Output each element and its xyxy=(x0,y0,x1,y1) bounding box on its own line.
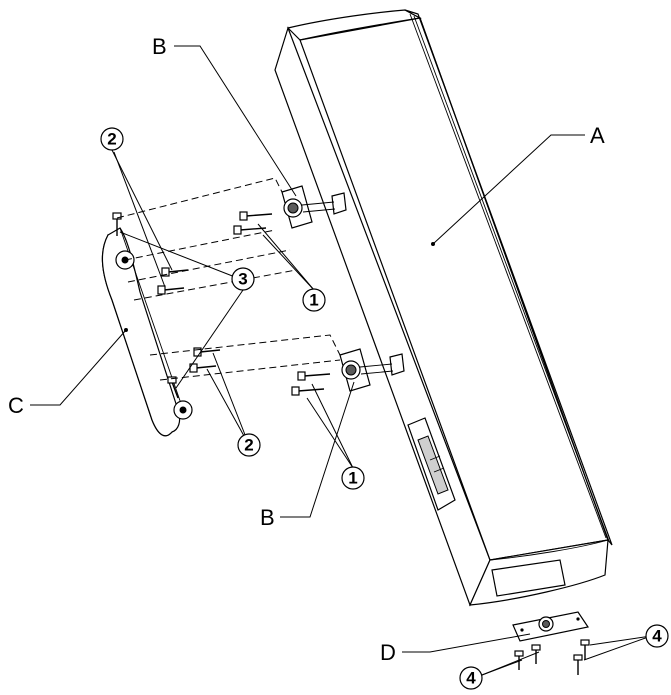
label-b-top: B xyxy=(152,34,167,59)
label-d: D xyxy=(380,640,396,665)
callout-1-top: 1 xyxy=(302,288,326,312)
callout-4-bottom: 4 xyxy=(459,666,483,690)
callout-2-bottom: 2 xyxy=(237,433,261,457)
label-b-bottom: B xyxy=(260,505,275,530)
svg-text:4: 4 xyxy=(652,627,662,646)
main-unit-body xyxy=(274,9,613,607)
svg-text:2: 2 xyxy=(244,436,253,455)
screws-group xyxy=(112,211,590,675)
wall-bracket xyxy=(101,227,193,437)
label-c: C xyxy=(8,393,24,418)
svg-text:4: 4 xyxy=(466,669,476,688)
base-plate xyxy=(512,611,589,642)
svg-text:3: 3 xyxy=(238,270,247,289)
svg-text:2: 2 xyxy=(107,130,116,149)
svg-text:1: 1 xyxy=(348,469,357,488)
callout-3: 3 xyxy=(231,267,255,291)
leader-lines xyxy=(30,45,652,676)
svg-text:1: 1 xyxy=(309,291,318,310)
label-a: A xyxy=(590,123,605,148)
hinge-bracket-top xyxy=(281,185,347,229)
hinge-bracket-bottom xyxy=(339,348,405,392)
callout-4-right: 4 xyxy=(645,624,669,648)
callout-1-bottom: 1 xyxy=(341,466,365,490)
assembly-dash-lines xyxy=(116,177,341,381)
callout-2-top: 2 xyxy=(100,127,124,151)
